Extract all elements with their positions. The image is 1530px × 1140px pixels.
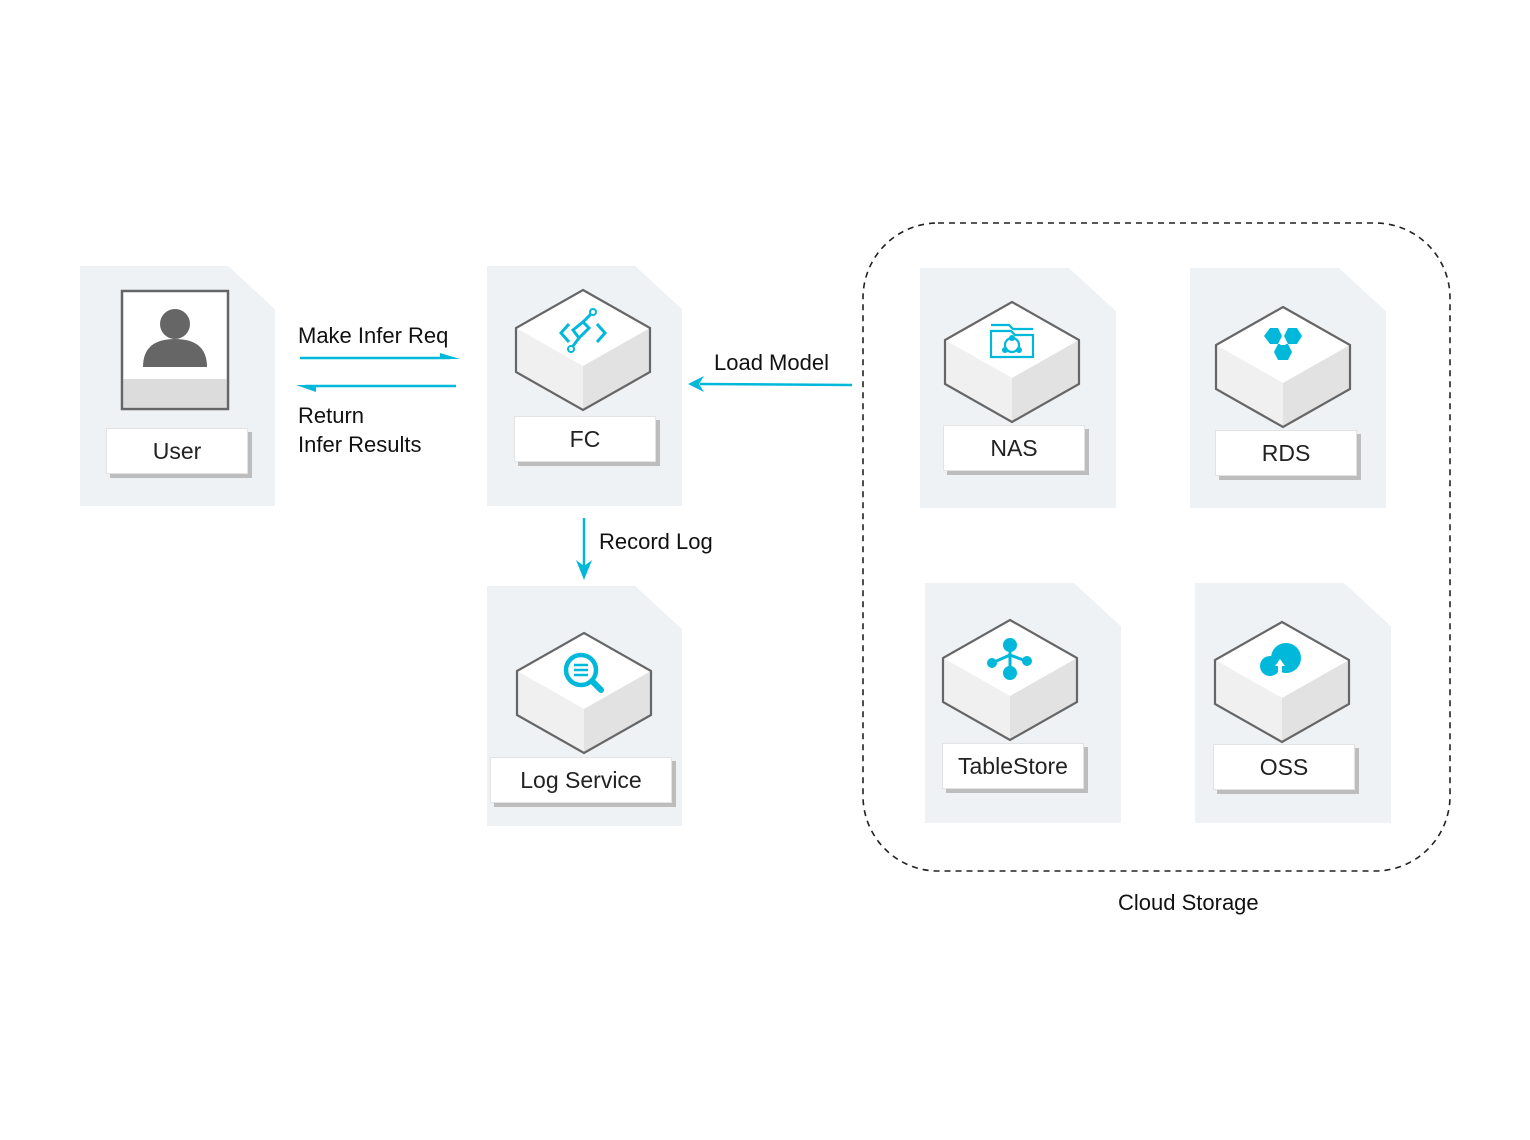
return-results-arrow xyxy=(296,384,456,392)
cube-left xyxy=(943,658,1010,740)
cloud-upload-icon xyxy=(1260,643,1301,676)
code-link-icon xyxy=(558,308,608,353)
log-service-label: Log Service xyxy=(490,757,672,803)
cube-right xyxy=(584,671,651,753)
make-infer-req-label: Make Infer Req xyxy=(298,323,449,348)
cube-right xyxy=(1010,658,1077,740)
user-label: User xyxy=(106,428,248,474)
return-label-line1: Return xyxy=(298,403,365,428)
folder-share-icon xyxy=(989,323,1035,359)
cube-left xyxy=(1216,345,1283,427)
cube-left xyxy=(516,328,583,410)
make-infer-req-arrow xyxy=(300,353,460,360)
tree-nodes-icon xyxy=(987,638,1032,680)
load-model-arrow xyxy=(688,376,853,392)
nas-label: NAS xyxy=(943,425,1085,471)
record-log-label: Record Log xyxy=(599,529,713,554)
nas-cube xyxy=(943,300,1081,424)
fc-label: FC xyxy=(514,416,656,462)
cube-left xyxy=(945,340,1012,422)
cube-right xyxy=(1283,345,1350,427)
load-model-label: Load Model xyxy=(714,350,829,375)
hexagon-cluster-icon xyxy=(1264,328,1302,360)
rds-cube xyxy=(1214,305,1352,429)
cube-outline xyxy=(1214,305,1352,429)
tablestore-label: TableStore xyxy=(942,743,1084,789)
cube-left xyxy=(1215,660,1282,742)
cube-outline xyxy=(943,300,1081,424)
cube-left xyxy=(517,671,584,753)
cube-outline xyxy=(515,631,653,755)
cube-outline xyxy=(514,288,652,412)
record-log-arrow xyxy=(576,518,592,580)
cube-outline xyxy=(941,618,1079,742)
rds-label: RDS xyxy=(1215,430,1357,476)
oss-label: OSS xyxy=(1213,744,1355,790)
cloud-storage-label: Cloud Storage xyxy=(1118,890,1259,915)
cube-right xyxy=(1282,660,1349,742)
return-label-line2: Infer Results xyxy=(298,432,422,457)
fc-cube xyxy=(514,288,652,412)
log-search-icon xyxy=(563,652,604,693)
cube-outline xyxy=(1213,620,1351,744)
person-icon xyxy=(120,289,230,411)
cube-right xyxy=(1012,340,1079,422)
cube-right xyxy=(583,328,650,410)
